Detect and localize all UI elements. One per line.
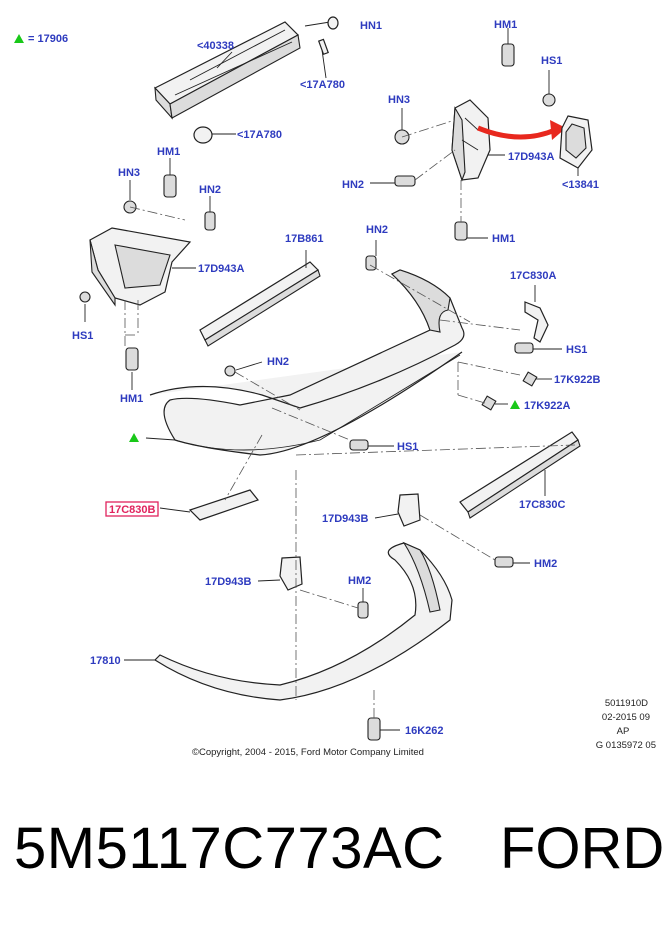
label-hs1-left: HS1 — [72, 330, 93, 342]
meta-code: 5011910D — [605, 698, 648, 709]
label-16k262: 16K262 — [405, 725, 444, 737]
direction-arrow — [477, 125, 556, 140]
trim-piece-17c830b — [188, 489, 260, 521]
label-17c830b: 17C830B — [109, 504, 156, 516]
bracket-17c830a — [524, 301, 549, 343]
label-17a780-b: <17A780 — [237, 129, 282, 141]
screw-hs1-left — [79, 291, 91, 303]
label-17d943b-right: 17D943B — [322, 513, 369, 525]
label-17b861: 17B861 — [285, 233, 324, 245]
bolt-hn2-left — [394, 175, 416, 187]
label-hn2-right: HN2 — [199, 184, 221, 196]
meta-date: 02-2015 09 — [602, 712, 650, 723]
bolt-hn2-top-left — [204, 211, 216, 231]
label-hn3-right: HN3 — [388, 94, 410, 106]
legend-text: = 17906 — [28, 33, 68, 45]
label-17810: 17810 — [90, 655, 121, 667]
label-hn3-left: HN3 — [118, 167, 140, 179]
label-17k922a: 17K922A — [524, 400, 571, 412]
highlight-box — [105, 501, 159, 517]
label-hn1: HN1 — [360, 20, 382, 32]
label-hs1-right: HS1 — [566, 344, 587, 356]
bracket-left — [89, 227, 192, 307]
part-number: 5M5117C773AC — [14, 816, 445, 881]
label-hm1-mid: HM1 — [492, 233, 515, 245]
label-13841: <13841 — [562, 179, 599, 191]
clip-16k262 — [367, 717, 381, 741]
cap-icon — [193, 126, 213, 144]
legend-triangle-icon — [14, 34, 24, 43]
label-hm1-low: HM1 — [120, 393, 143, 405]
screw-hn2-lower — [224, 365, 236, 377]
clip-hm1-top — [501, 43, 515, 67]
label-hm2-right: HM2 — [534, 558, 557, 570]
bracket-17d943b-right — [397, 493, 421, 527]
bolt-hn2-mid — [365, 255, 377, 271]
label-hn2-left: HN2 — [342, 179, 364, 191]
clip-hm1-left — [163, 174, 177, 198]
label-17d943a-left: 17D943A — [198, 263, 245, 275]
label-17d943a-right: 17D943A — [508, 151, 555, 163]
screw-hm2-left — [357, 601, 369, 619]
label-17d943b-left: 17D943B — [205, 576, 252, 588]
new-part-triangle-icon-2 — [510, 400, 520, 409]
screw-hm2-right — [494, 556, 514, 568]
label-hs1-mid: HS1 — [397, 441, 418, 453]
lower-valance — [154, 541, 453, 701]
label-40338: <40338 — [197, 40, 234, 52]
label-hn2-lower: HN2 — [267, 356, 289, 368]
reinforcement-beam — [154, 21, 301, 120]
label-17a780-a: <17A780 — [300, 79, 345, 91]
label-hm2-left: HM2 — [348, 575, 371, 587]
meta-region: AP — [617, 726, 630, 737]
bracket-17d943b-left — [279, 556, 303, 591]
bracket-right — [451, 99, 491, 182]
trim-strip-17b861 — [199, 261, 321, 347]
label-hs1-top: HS1 — [541, 55, 562, 67]
meta-ref: G 0135972 05 — [596, 740, 656, 751]
new-part-triangle-icon — [129, 433, 139, 442]
clip-17k922a — [481, 395, 497, 411]
trim-strip-17c830c — [459, 431, 581, 519]
brand-name: FORD — [500, 816, 665, 881]
screw-hs1-mid — [349, 439, 369, 451]
bumper-cover — [149, 269, 465, 456]
copyright: ©Copyright, 2004 - 2015, Ford Motor Comp… — [192, 747, 424, 758]
label-hm1-top: HM1 — [494, 19, 517, 31]
label-hm1-left: HM1 — [157, 146, 180, 158]
clip-17k922b — [522, 371, 538, 387]
pin-icon — [317, 38, 329, 56]
parts-diagram: = 17906 — [14, 16, 656, 758]
screw-hs1-top — [542, 93, 556, 107]
clip-hm1-right — [454, 221, 468, 241]
plug-icon — [327, 16, 339, 30]
clip-hm1-low — [125, 347, 139, 371]
label-17c830a: 17C830A — [510, 270, 557, 282]
screw-hs1-right — [514, 342, 534, 354]
label-17k922b: 17K922B — [554, 374, 601, 386]
label-hn2-mid: HN2 — [366, 224, 388, 236]
label-17c830c: 17C830C — [519, 499, 566, 511]
